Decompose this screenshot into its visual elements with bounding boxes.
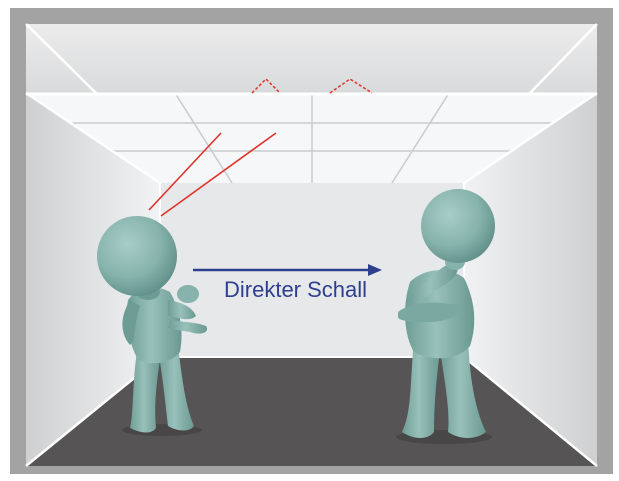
speaker-head xyxy=(97,216,177,296)
direct-sound-label: Direkter Schall xyxy=(224,277,367,302)
listener-head xyxy=(421,189,495,263)
upper-ceiling xyxy=(26,24,597,93)
